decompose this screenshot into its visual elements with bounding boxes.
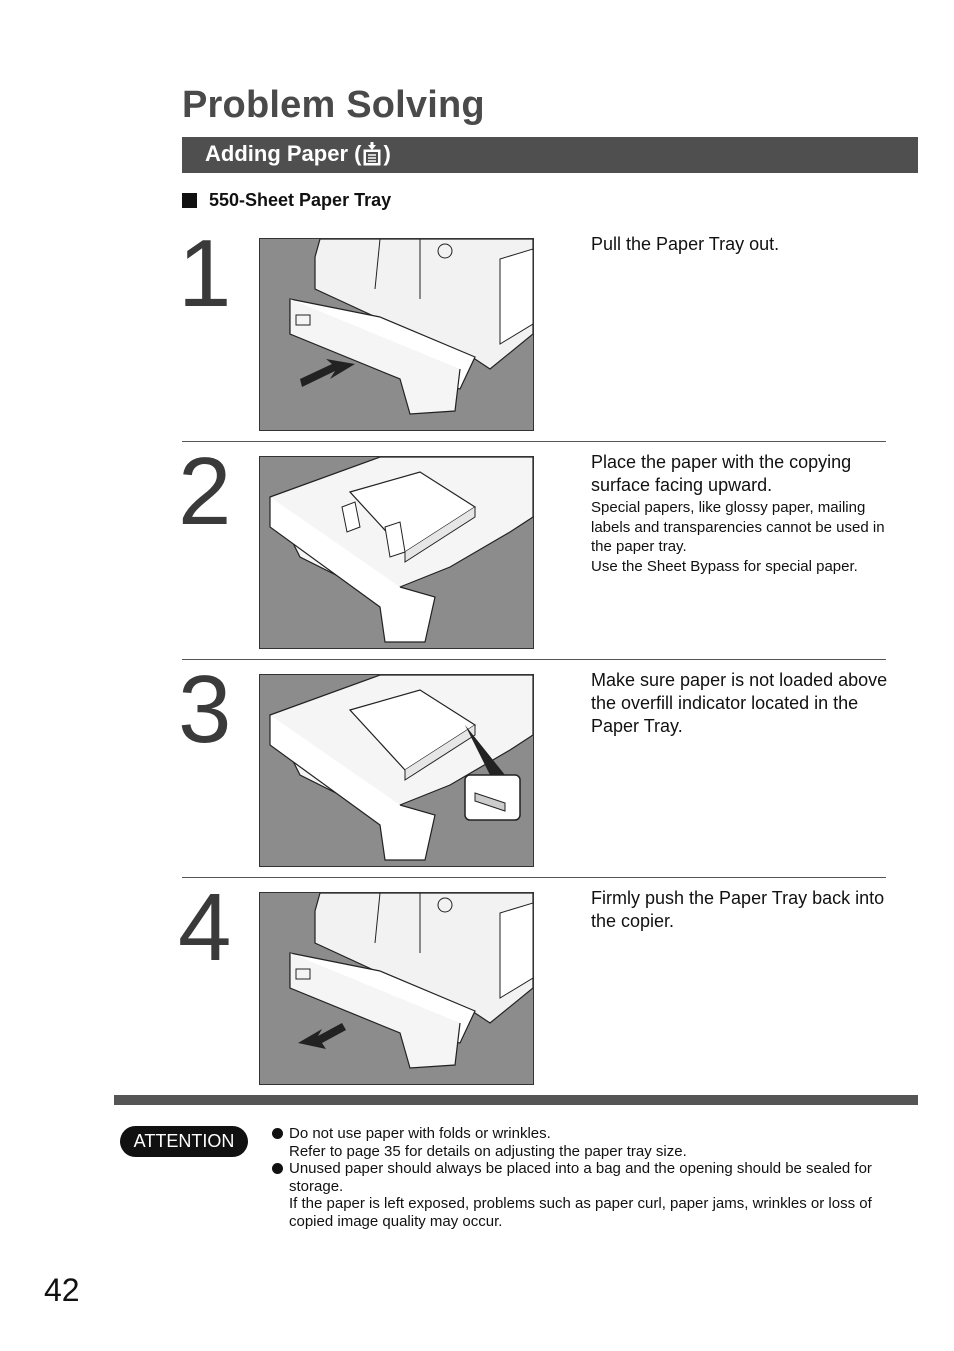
subsection-title: 550-Sheet Paper Tray (209, 190, 392, 210)
step-text: Pull the Paper Tray out. (591, 234, 780, 254)
pull-tray-illustration (259, 238, 534, 431)
step-note-line: Use the Sheet Bypass for special paper. (591, 557, 858, 575)
step-number: 4 (178, 874, 232, 981)
step-instruction: Pull the Paper Tray out. (591, 233, 891, 256)
step-divider (182, 877, 886, 878)
section-header-bar: Adding Paper ( ) (182, 137, 918, 173)
overfill-indicator-illustration (259, 674, 534, 867)
section-title-text: Adding Paper ( (205, 141, 362, 166)
note-line: Do not use paper with folds or wrinkles. (289, 1125, 551, 1142)
attention-note: Do not use paper with folds or wrinkles.… (272, 1125, 912, 1160)
page-title: Problem Solving (182, 84, 485, 126)
section-title: Adding Paper ( ) (205, 141, 391, 167)
step-subtext: Special papers, like glossy paper, maili… (591, 498, 891, 576)
step-text: Make sure paper is not loaded above the … (591, 670, 888, 736)
push-tray-illustration (259, 892, 534, 1085)
page-number: 42 (44, 1272, 80, 1308)
step-text: Firmly push the Paper Tray back into the… (591, 888, 885, 931)
step-text: Place the paper with the copying surface… (591, 452, 852, 495)
load-paper-illustration (259, 456, 534, 649)
note-line: Unused paper should always be placed int… (289, 1160, 872, 1195)
step-divider (182, 441, 886, 442)
step-number: 2 (178, 438, 232, 545)
bullet-dot-icon (272, 1163, 283, 1175)
subsection-heading: 550-Sheet Paper Tray (182, 190, 391, 211)
attention-notes: Do not use paper with folds or wrinkles.… (272, 1125, 912, 1231)
step-divider (182, 659, 886, 660)
note-line: Refer to page 35 for details on adjustin… (289, 1142, 687, 1160)
step-instruction: Place the paper with the copying surface… (591, 451, 891, 576)
step-number: 3 (178, 656, 232, 763)
paper-tray-icon (362, 142, 382, 166)
step-number: 1 (178, 220, 232, 327)
section-title-close: ) (383, 141, 391, 166)
step-instruction: Firmly push the Paper Tray back into the… (591, 887, 891, 933)
square-bullet-icon (182, 193, 197, 208)
attention-badge: ATTENTION (120, 1126, 248, 1157)
separator-bar (114, 1095, 918, 1105)
attention-note: Unused paper should always be placed int… (272, 1160, 912, 1230)
step-instruction: Make sure paper is not loaded above the … (591, 669, 891, 738)
bullet-dot-icon (272, 1128, 283, 1139)
note-line: If the paper is left exposed, problems s… (289, 1195, 872, 1230)
step-note-line: Special papers, like glossy paper, maili… (591, 499, 885, 555)
